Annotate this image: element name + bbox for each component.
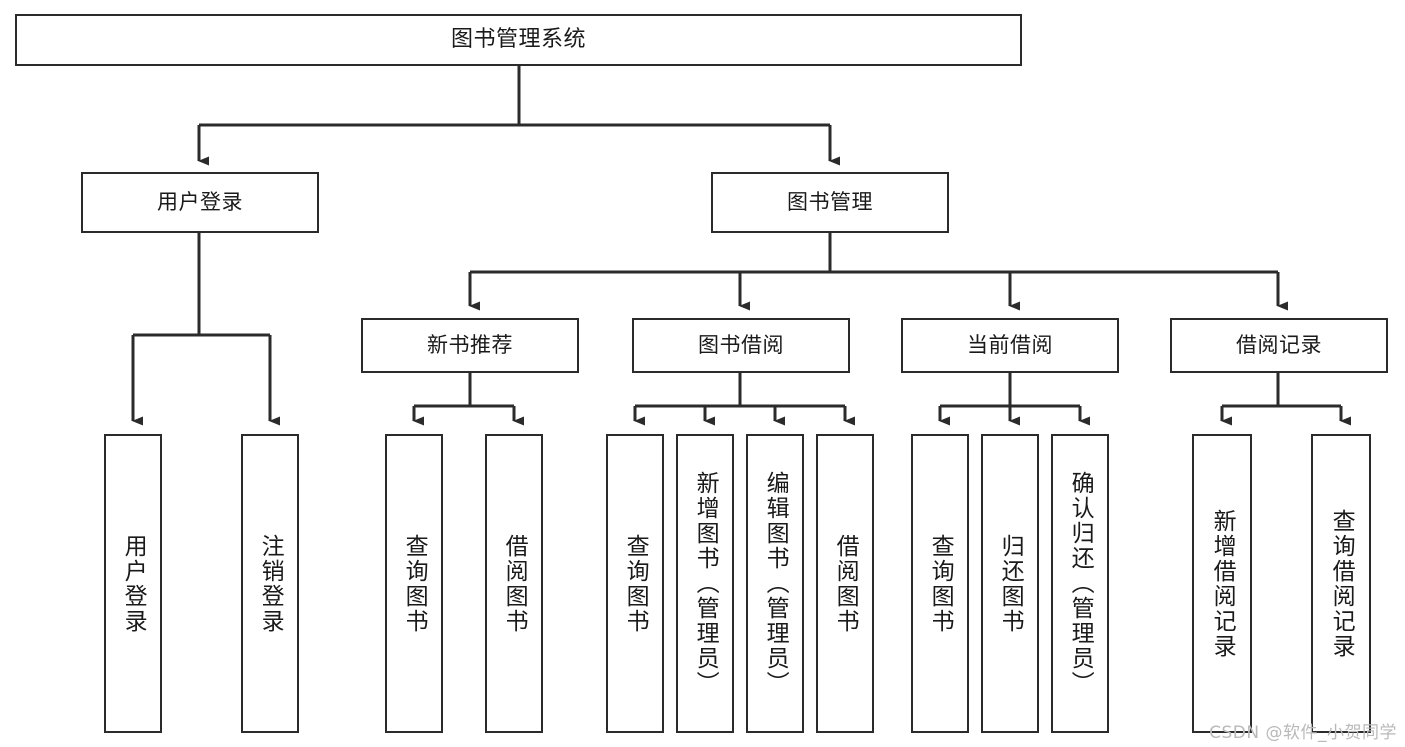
leaf-confirm-return-label: 确认归还（管理员） (1067, 471, 1094, 696)
node-borrow-record-label: 借阅记录 (1236, 333, 1322, 358)
leaf-borrow-book-1-label: 借阅图书 (501, 533, 528, 634)
node-root[interactable]: 图书管理系统 (15, 14, 1022, 66)
node-current-borrow[interactable]: 当前借阅 (901, 318, 1119, 373)
node-book-manage[interactable]: 图书管理 (711, 172, 949, 233)
leaf-query-record[interactable]: 查询借阅记录 (1311, 434, 1371, 733)
leaf-add-book[interactable]: 新增图书（管理员） (676, 434, 734, 733)
node-new-book-rec[interactable]: 新书推荐 (361, 318, 579, 373)
node-borrow-record[interactable]: 借阅记录 (1170, 318, 1388, 373)
leaf-query-book-3[interactable]: 查询图书 (911, 434, 969, 733)
leaf-borrow-book-2-label: 借阅图书 (832, 533, 859, 634)
leaf-add-record[interactable]: 新增借阅记录 (1192, 434, 1252, 733)
node-book-borrow-label: 图书借阅 (698, 333, 784, 358)
leaf-add-record-label: 新增借阅记录 (1209, 508, 1236, 659)
leaf-logout-label: 注销登录 (257, 533, 284, 634)
leaf-query-record-label: 查询借阅记录 (1328, 508, 1355, 659)
leaf-logout[interactable]: 注销登录 (241, 434, 299, 733)
leaf-confirm-return[interactable]: 确认归还（管理员） (1051, 434, 1109, 733)
node-current-borrow-label: 当前借阅 (967, 333, 1053, 358)
leaf-user-login-label: 用户登录 (120, 533, 147, 634)
leaf-query-book-2[interactable]: 查询图书 (606, 434, 664, 733)
node-book-borrow[interactable]: 图书借阅 (632, 318, 850, 373)
leaf-query-book-3-label: 查询图书 (927, 533, 954, 634)
csdn-watermark: CSDN @软件_小贺同学 (1209, 723, 1397, 743)
node-book-manage-label: 图书管理 (787, 190, 873, 215)
leaf-return-book[interactable]: 归还图书 (981, 434, 1039, 733)
leaf-user-login[interactable]: 用户登录 (104, 434, 162, 733)
leaf-edit-book-label: 编辑图书（管理员） (762, 471, 789, 696)
node-root-label: 图书管理系统 (450, 27, 586, 53)
leaf-return-book-label: 归还图书 (997, 533, 1024, 634)
leaf-query-book-1[interactable]: 查询图书 (385, 434, 443, 733)
leaf-query-book-1-label: 查询图书 (401, 533, 428, 634)
leaf-add-book-label: 新增图书（管理员） (692, 471, 719, 696)
node-new-book-rec-label: 新书推荐 (427, 333, 513, 358)
node-user-login-label: 用户登录 (157, 190, 243, 215)
node-user-login[interactable]: 用户登录 (81, 172, 319, 233)
leaf-borrow-book-2[interactable]: 借阅图书 (816, 434, 874, 733)
leaf-edit-book[interactable]: 编辑图书（管理员） (746, 434, 804, 733)
leaf-query-book-2-label: 查询图书 (622, 533, 649, 634)
leaf-borrow-book-1[interactable]: 借阅图书 (485, 434, 543, 733)
